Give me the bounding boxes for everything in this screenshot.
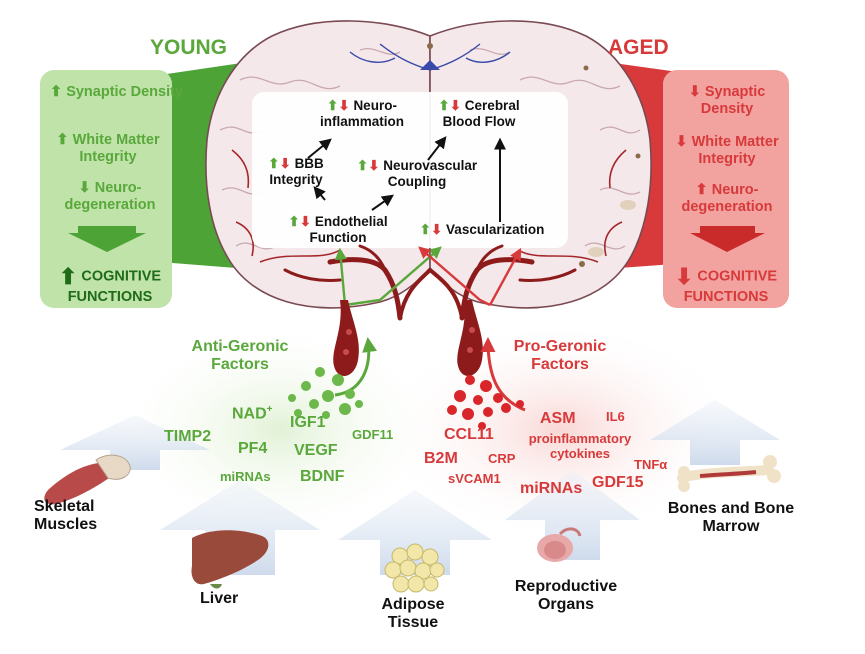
factor-il6: IL6 [606,409,625,424]
process-arrows [307,136,506,222]
up-arrow-icon: ⬆ [438,98,450,113]
adipose-illustration [384,543,445,593]
factor-tnfa: TNFα [634,457,668,472]
down-arrow-icon: ⬇ [674,264,694,289]
down-arrow-icon: ⬇ [78,180,91,196]
pro-geronic-title: Pro-Geronic Factors [513,338,607,374]
factor-gdf11: GDF11 [352,427,394,442]
down-arrow-icon: ⬇ [299,214,312,229]
anti-geronic-title: Anti-Geronic Factors [191,338,289,374]
aged-neurodegeneration: ⬆ Neuro-degeneration [681,182,773,215]
signal-lines [334,246,522,307]
reproductive-illustration [537,527,582,562]
down-arrow-icon: ⬇ [338,98,350,113]
aged-down-block-arrow [690,226,765,252]
young-white-matter: ⬆ White Matter Integrity [56,132,160,165]
factor-b2m: B2M [424,450,458,467]
up-arrow-icon: ⬆ [268,156,280,171]
aged-title: AGED [608,36,669,59]
aged-box [663,70,789,308]
up-arrow-icon: ⬆ [695,182,708,198]
young-down-block-arrow [68,226,146,252]
aged-synaptic-density: ⬇ Synaptic Density [688,84,766,117]
organ-skeletal-muscles: Skeletal Muscles [34,498,98,534]
organ-liver: Liver [200,590,239,607]
up-arrow-icon: ⬆ [58,264,78,289]
anti-geronic-dots [288,367,363,419]
factor-crp: CRP [488,451,516,466]
factor-cytokines: proinflammatory cytokines [528,431,632,461]
bone-illustration [677,455,781,492]
liver-illustration [191,530,269,589]
down-arrow-icon: ⬇ [688,84,701,100]
factor-timp2: TIMP2 [164,428,212,445]
up-arrow-icon: ⬆ [56,132,69,148]
factor-asm: ASM [540,410,576,427]
factor-vegf: VEGF [294,442,338,459]
pro-geronic-dots [447,375,524,430]
down-arrow-icon: ⬇ [430,222,443,237]
young-neurodegeneration: ⬇ Neuro-degeneration [64,180,156,213]
organ-reproductive: Reproductive Organs [514,578,618,614]
neuroinflammation-label: ⬆⬇ Neuro-inflammation [319,98,404,129]
young-title: YOUNG [150,36,228,59]
up-arrow-icon: ⬆ [288,214,300,229]
factor-ccl11: CCL11 [444,426,494,443]
down-arrow-icon: ⬇ [368,158,380,173]
up-arrow-icon: ⬆ [356,158,369,173]
aged-white-matter: ⬇ White Matter Integrity [675,134,779,167]
young-cognitive-functions: ⬆ COGNITIVE FUNCTIONS [58,264,162,306]
organ-adipose: Adipose Tissue [381,596,445,632]
factor-mirnas-anti: miRNAs [220,469,271,484]
up-arrow-icon: ⬆ [419,222,431,237]
factor-mirnas-pro: miRNAs [520,480,583,497]
down-arrow-icon: ⬇ [675,134,688,150]
anti-geronic-curve-arrow [334,337,378,397]
vascularization-label: ⬆⬇ Vascularization [419,222,545,237]
factor-svcam1: sVCAM1 [448,471,501,486]
left-vessel [333,300,359,377]
bbb-integrity-label: ⬆⬇ BBB Integrity [268,156,324,187]
young-synaptic-density: ⬆ Synaptic Density [50,84,184,100]
factor-igf1: IGF1 [290,414,326,431]
factor-gdf15: GDF15 [592,474,644,491]
factor-bdnf: BDNF [300,468,345,485]
factor-nad: NAD+ [232,404,273,423]
process-panel [252,92,568,248]
nad-superscript: + [266,404,273,415]
skeletal-muscle-illustration [44,454,131,505]
aged-cognitive-functions: ⬇ COGNITIVE FUNCTIONS [674,264,778,306]
up-arrow-icon: ⬆ [327,98,339,113]
organ-up-arrows [60,400,780,575]
down-arrow-icon: ⬇ [279,156,291,171]
neurovascular-coupling-label: ⬆⬇ Neurovascular Coupling [356,158,478,189]
right-vessel [457,300,483,377]
organ-bones: Bones and Bone Marrow [667,500,795,536]
down-arrow-icon: ⬇ [449,98,462,113]
up-arrow-icon: ⬆ [50,84,63,100]
young-box [40,70,172,308]
cerebral-blood-flow-label: ⬆⬇ Cerebral Blood Flow [438,98,520,129]
factor-pf4: PF4 [238,440,268,457]
endothelial-function-label: ⬆⬇ Endothelial Function [288,214,388,245]
